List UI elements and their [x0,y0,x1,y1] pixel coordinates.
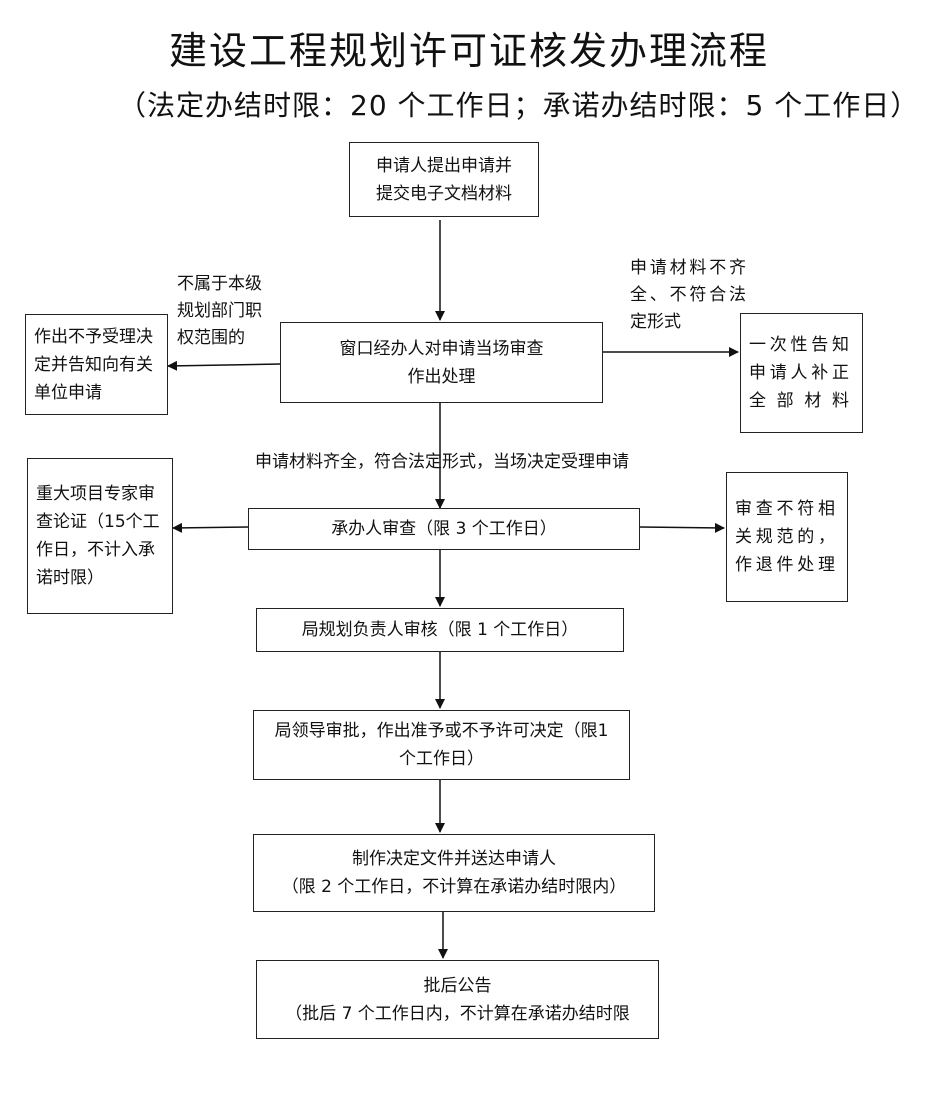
expert-review-text: 重大项目专家审查论证（15个工作日，不计入承诺时限） [36,484,160,588]
issue-decision-line1: 制作决定文件并送达申请人 [352,849,556,869]
reject-node: 作出不予受理决定并告知向有关单位申请 [25,314,168,415]
arrow-handler-to-return [639,522,725,533]
edge-label-accepted: 申请材料齐全，符合法定形式，当场决定受理申请 [255,452,629,472]
window-review-node: 窗口经办人对申请当场审查作出处理 [280,322,603,403]
edge-label-incomplete: 申请材料不齐全、不符合法定形式 [630,258,746,332]
announce-line1: 批后公告 [423,975,492,996]
apply-text: 申请人提出申请并提交电子文档材料 [376,155,512,204]
reject-text: 作出不予受理决定并告知向有关单位申请 [34,326,153,403]
page-title: 建设工程规划许可证核发办理流程 [168,29,769,73]
handler-review-text: 承办人审查（限 3 个工作日） [331,519,557,539]
expert-review-node: 重大项目专家审查论证（15个工作日，不计入承诺时限） [27,458,173,614]
return-nonconforming-text: 审查不符相关规范的，作退件处理 [735,499,835,575]
announce-line2: （批后 7 个工作日内，不计算在承诺办结时限 [285,1003,630,1024]
planning-head-review-node: 局规划负责人审核（限 1 个工作日） [256,608,624,652]
arrow-window-to-reject [167,360,281,371]
notify-supplement-text: 一次性告知申请人补正全部材料 [749,335,849,411]
notify-supplement-node: 一次性告知申请人补正全部材料 [740,313,863,433]
return-nonconforming-node: 审查不符相关规范的，作退件处理 [726,472,848,602]
arrow-handler-to-expert [172,522,249,533]
page-subtitle: （法定办结时限：20 个工作日；承诺办结时限：5 个工作日） [118,89,920,122]
leader-approval-node: 局领导审批，作出准予或不予许可决定（限1个工作日） [253,710,630,780]
issue-decision-line2: （限 2 个工作日，不计算在承诺办结时限内） [281,877,627,897]
planning-head-review-text: 局规划负责人审核（限 1 个工作日） [301,620,579,640]
handler-review-node: 承办人审查（限 3 个工作日） [248,508,640,550]
leader-approval-text: 局领导审批，作出准予或不予许可决定（限1个工作日） [274,721,609,769]
apply-node: 申请人提出申请并提交电子文档材料 [349,142,539,217]
issue-decision-node: 制作决定文件并送达申请人 （限 2 个工作日，不计算在承诺办结时限内） [253,834,655,912]
announce-node: 批后公告 （批后 7 个工作日内，不计算在承诺办结时限 [256,960,659,1039]
window-review-text: 窗口经办人对申请当场审查作出处理 [339,338,544,387]
edge-label-not-jurisdiction: 不属于本级规划部门职权范围的 [177,274,262,348]
